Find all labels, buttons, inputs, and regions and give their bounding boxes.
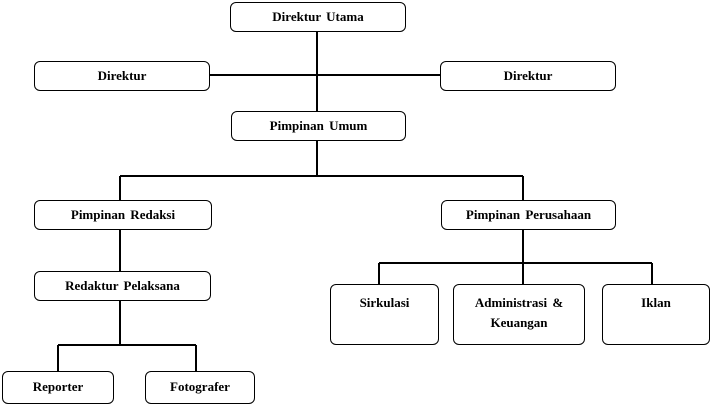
box-administrasi-keuangan: Administrasi & Keuangan (453, 284, 585, 345)
box-iklan: Iklan (602, 284, 710, 345)
box-pimpinan-perusahaan: Pimpinan Perusahaan (441, 200, 616, 230)
box-sirkulasi: Sirkulasi (330, 284, 439, 345)
box-pimpinan-redaksi: Pimpinan Redaksi (34, 200, 212, 230)
box-direktur-utama: Direktur Utama (230, 2, 406, 32)
box-pimpinan-umum: Pimpinan Umum (231, 111, 406, 141)
box-direktur-right: Direktur (440, 61, 616, 91)
box-redaktur-pelaksana: Redaktur Pelaksana (34, 271, 211, 301)
box-direktur-left: Direktur (34, 61, 210, 91)
box-fotografer: Fotografer (145, 371, 255, 404)
box-reporter: Reporter (2, 371, 114, 404)
